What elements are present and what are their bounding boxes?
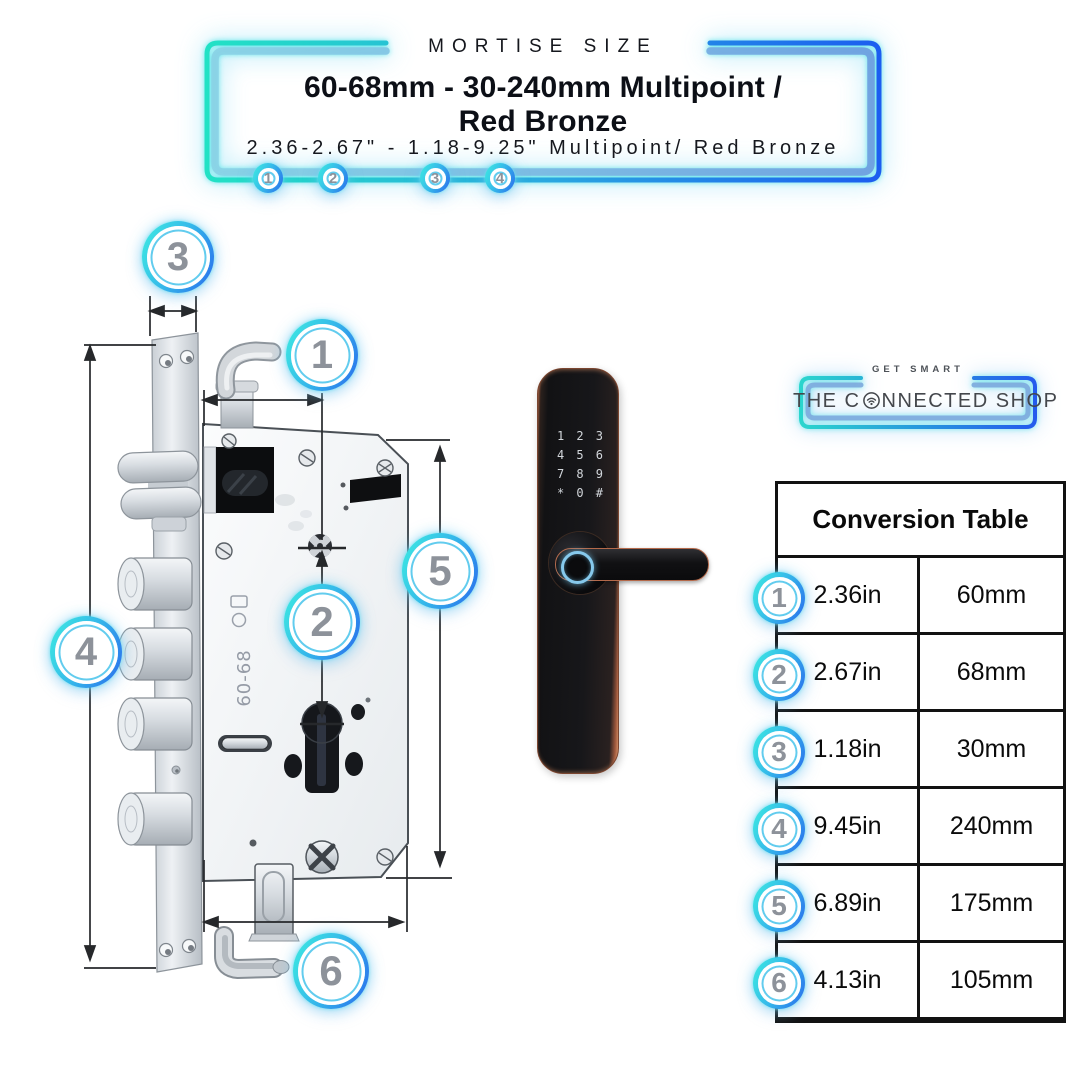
banner-title: 60-68mm - 30-240mm Multipoint / Red Bron…: [198, 71, 888, 139]
conversion-table: Conversion Table 2.36in 60mm 2.67in 68mm…: [753, 481, 1066, 1023]
keypad-key: *: [557, 485, 565, 500]
fingerprint-sensor-icon: [561, 551, 594, 584]
callout-3: 3: [142, 221, 214, 293]
table-row: 9.45in 240mm: [778, 789, 1063, 866]
inches-value: 4.13in: [778, 943, 920, 1017]
keypad-key: 8: [576, 466, 584, 481]
engraving-text: 60-68: [234, 649, 255, 706]
table-row: 1.18in 30mm: [778, 712, 1063, 789]
keypad-key: 9: [595, 466, 603, 481]
keypad-key: 1: [557, 428, 565, 443]
table-marker-2: 2: [753, 649, 805, 701]
inches-value: 1.18in: [778, 712, 920, 786]
inches-value: 6.89in: [778, 866, 920, 940]
table-marker-6: 6: [753, 957, 805, 1009]
logo-name-prefix: THE C: [793, 390, 861, 412]
millimeters-value: 105mm: [949, 965, 1034, 994]
banner-marker-1: 1: [253, 163, 283, 193]
bottom-latch: [248, 863, 300, 942]
banner-marker-3: 3: [420, 163, 450, 193]
inches-value: 9.45in: [778, 789, 920, 863]
table-row: 4.13in 105mm: [778, 943, 1063, 1020]
connected-shop-logo: GET SMART THE C NNECTED SHOP: [793, 360, 1057, 434]
wifi-o-icon: [862, 392, 880, 409]
keypad-key: 7: [557, 466, 565, 481]
header-banner: MORTISE SIZE 60-68mm - 30-240mm Multipoi…: [198, 30, 888, 195]
table-marker-5: 5: [753, 880, 805, 932]
keypad-key: 6: [595, 447, 603, 462]
top-hook-bolt: [215, 341, 282, 429]
logo-name-suffix: NNECTED SHOP: [881, 390, 1059, 412]
table-row: 2.67in 68mm: [778, 635, 1063, 712]
millimeters-value: 30mm: [956, 734, 1027, 763]
smart-lock-product: 1 2 3 4 5 6 7 8 9 * 0 #: [533, 360, 718, 780]
table-row: 6.89in 175mm: [778, 866, 1063, 943]
banner-subtitle: 2.36-2.67" - 1.18-9.25" Multipoint/ Red …: [246, 137, 840, 159]
phillips-screw: [305, 840, 339, 874]
inches-value: 2.67in: [778, 635, 920, 709]
logo-tagline: GET SMART: [872, 364, 964, 375]
callout-5: 5: [402, 533, 478, 609]
callout-4: 4: [50, 616, 122, 688]
keypad-key: 2: [576, 428, 584, 443]
callout-6: 6: [293, 933, 369, 1009]
keypad-key: 4: [557, 447, 565, 462]
banner-title-line2: Red Bronze: [458, 105, 628, 138]
inches-value: 2.36in: [778, 558, 920, 632]
smart-lock-keypad: 1 2 3 4 5 6 7 8 9 * 0 #: [551, 426, 609, 502]
table-row: 2.36in 60mm: [778, 558, 1063, 635]
crosshair-screw: [308, 534, 332, 558]
table-marker-1: 1: [753, 572, 805, 624]
millimeters-value: 240mm: [949, 811, 1034, 840]
deadbolt-cylinders: [117, 557, 193, 846]
callout-1: 1: [286, 319, 358, 391]
bottom-hook-bolt: [214, 926, 290, 980]
dimension-lines: [83, 296, 452, 969]
banner-marker-4: 4: [485, 163, 515, 193]
keypad-key: 5: [576, 447, 584, 462]
table-marker-4: 4: [753, 803, 805, 855]
keypad-key: #: [595, 485, 603, 500]
callout-2: 2: [284, 584, 360, 660]
body-screws: [215, 433, 394, 560]
keypad-key: 3: [595, 428, 603, 443]
table-marker-3: 3: [753, 726, 805, 778]
banner-title-line1: 60-68mm - 30-240mm Multipoint /: [304, 71, 782, 104]
hinge-knuckles: [117, 450, 202, 532]
banner-eyebrow: MORTISE SIZE: [428, 36, 658, 57]
millimeters-value: 60mm: [956, 580, 1027, 609]
banner-frame-border: [204, 40, 882, 183]
millimeters-value: 175mm: [949, 888, 1034, 917]
logo-frame-border: [799, 376, 1037, 429]
conversion-table-title: Conversion Table: [778, 484, 1063, 558]
banner-marker-2: 2: [318, 163, 348, 193]
logo-wordmark: THE C NNECTED SHOP: [793, 390, 1057, 413]
millimeters-value: 68mm: [956, 657, 1027, 686]
keypad-key: 0: [576, 485, 584, 500]
